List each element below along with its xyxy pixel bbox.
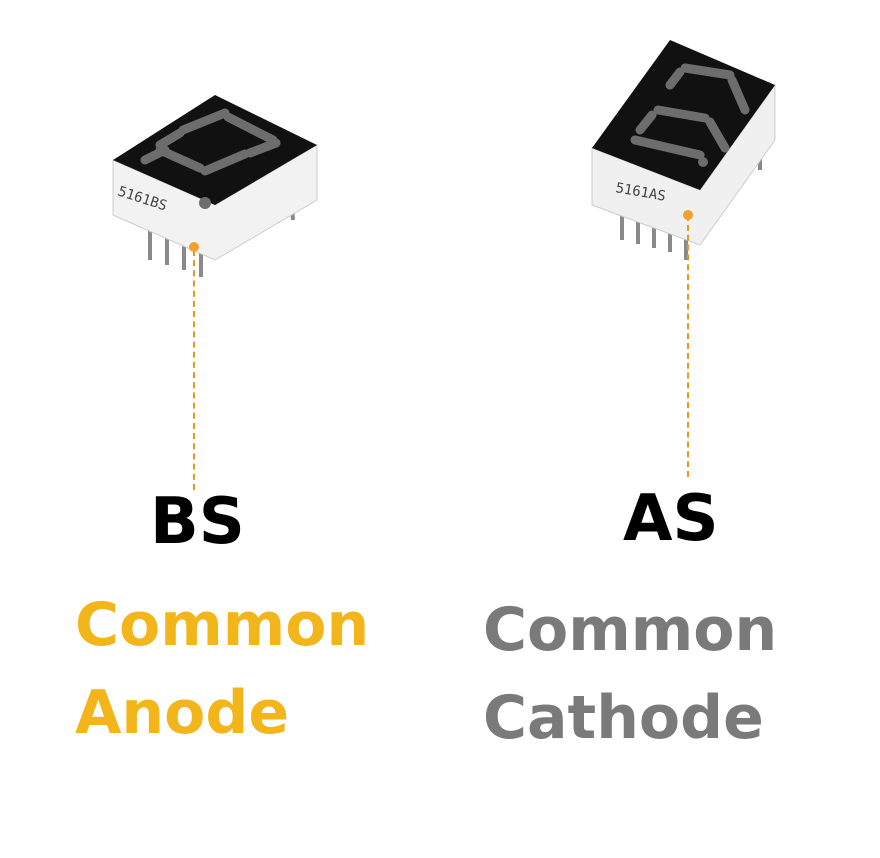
type-label-common-cathode: Common Cathode bbox=[483, 600, 777, 776]
seven-segment-display-bs: 5161BS bbox=[95, 55, 335, 285]
variant-label-bs: BS bbox=[150, 485, 245, 559]
type-label-line2-cathode: Cathode bbox=[483, 683, 764, 753]
type-label-line2-anode: Anode bbox=[75, 678, 290, 748]
type-label-line1-anode: Common bbox=[75, 590, 370, 660]
marker-dot-as bbox=[683, 210, 693, 220]
seven-segment-display-as: 5161AS bbox=[580, 30, 790, 270]
type-label-line1-cathode: Common bbox=[483, 595, 778, 665]
type-label-common-anode: Common Anode bbox=[75, 595, 369, 771]
variant-label-as: AS bbox=[623, 482, 719, 556]
leader-line-bs bbox=[193, 250, 195, 490]
marker-dot-bs bbox=[189, 242, 199, 252]
leader-line-as bbox=[687, 215, 689, 477]
